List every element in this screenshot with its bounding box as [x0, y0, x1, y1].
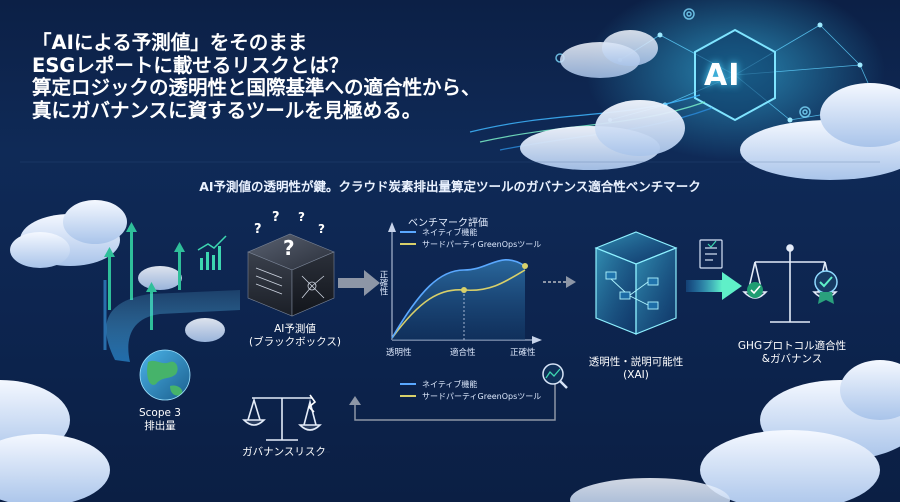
legend-item: サードパーティGreenOpsツール [400, 390, 541, 402]
risk-label: ガバナンスリスク [242, 446, 326, 458]
chart-up-icon [197, 235, 227, 270]
legend-swatch [400, 231, 416, 233]
headline: 「AIによる予測値」をそのまま ESGレポートに載せるリスクとは？ 算定ロジック… [32, 31, 481, 122]
question-mark: ? [318, 222, 325, 236]
flow-arrow [543, 276, 576, 288]
legend-item: ネイティブ機能 [400, 226, 541, 238]
legend-text: サードパーティGreenOpsツール [422, 239, 542, 249]
return-path [354, 378, 556, 421]
cube-icon [247, 233, 335, 317]
ghg-label-line1: GHGプロトコル適合性 [737, 340, 847, 352]
headline-line-4: 真にガバナンスに資するツールを見極める。 [32, 98, 422, 122]
legend-swatch [400, 383, 416, 385]
cloud-icon [520, 30, 900, 180]
x-tick-label: 正確性 [510, 348, 536, 358]
lower-legend: ネイティブ機能 サードパーティGreenOpsツール [400, 378, 541, 402]
cloud-icon [0, 200, 900, 502]
question-mark: ? [298, 210, 305, 224]
scope3-label-line2: 排出量 [144, 420, 176, 432]
chart-area [392, 259, 525, 340]
ghg-label-line2: &ガバナンス [761, 353, 823, 365]
headline-line-3: 算定ロジックの透明性と国際基準への適合性から、 [32, 76, 481, 99]
legend-text: ネイティブ機能 [422, 227, 478, 237]
flow-arrow [349, 396, 361, 405]
legend-item: サードパーティGreenOpsツール [400, 238, 541, 250]
headline-line-1: 「AIによる予測値」をそのまま [32, 31, 308, 54]
xai-label-line1: 透明性・説明可能性 [588, 356, 684, 368]
scope3-label: Scope 3 排出量 [120, 407, 200, 433]
question-mark: ? [272, 210, 280, 225]
cube-icon [594, 231, 678, 335]
ghg-label: GHGプロトコル適合性 &ガバナンス [736, 340, 848, 366]
legend-swatch [400, 395, 416, 397]
blackbox-label-line1: AI予測値 [274, 323, 316, 335]
legend-item: ネイティブ機能 [400, 378, 541, 390]
series-native [391, 259, 526, 339]
legend-swatch [400, 243, 416, 245]
flow-arrow [338, 270, 380, 296]
flow-band [106, 290, 240, 362]
xai-label-line2: (XAI) [623, 369, 649, 381]
question-mark: ? [283, 236, 295, 260]
x-tick-label: 透明性 [386, 348, 412, 358]
question-mark: ? [254, 222, 262, 237]
magnifier-chart-icon [542, 363, 568, 389]
document-icon [699, 239, 723, 269]
ai-hex-badge [694, 28, 776, 122]
legend-text: ネイティブ機能 [422, 379, 478, 389]
benchmark-legend: ネイティブ機能 サードパーティGreenOpsツール [400, 226, 541, 250]
ai-badge-label: AI [704, 58, 741, 93]
flow-arrow [686, 272, 742, 300]
xai-label: 透明性・説明可能性 (XAI) [580, 356, 692, 382]
legend-text: サードパーティGreenOpsツール [422, 391, 542, 401]
y-axis-label: 正確性 [378, 270, 388, 296]
x-tick-label: 適合性 [450, 348, 476, 358]
benchmark-title: ベンチマーク評価 [408, 218, 488, 229]
benchmark-chart [388, 222, 542, 344]
blackbox-label: AI予測値 (ブラックボックス) [240, 323, 350, 349]
check-badge-icon [747, 270, 838, 304]
globe-icon [139, 349, 191, 401]
headline-line-2: ESGレポートに載せるリスクとは？ [32, 53, 349, 77]
blackbox-label-line2: (ブラックボックス) [249, 336, 341, 348]
subtitle: AI予測値の透明性が鍵。クラウド炭素排出量算定ツールのガバナンス適合性ベンチマー… [199, 179, 701, 194]
scale-icon [242, 394, 322, 441]
gear-icon [555, 8, 811, 118]
scope3-label-line1: Scope 3 [138, 407, 181, 419]
